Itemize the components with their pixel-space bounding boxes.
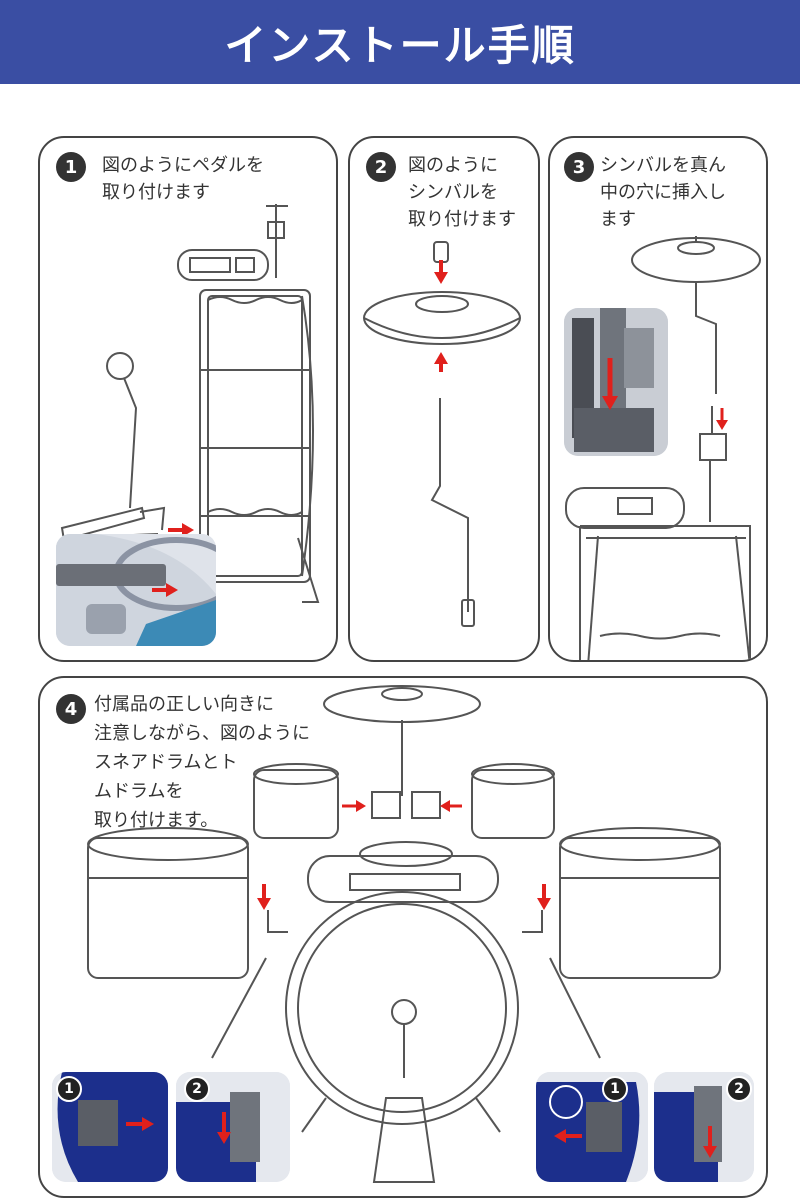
header-banner: インストール手順 xyxy=(0,0,800,84)
left-mount-photo-2: 2 xyxy=(176,1072,290,1182)
full-drum-kit-illustration xyxy=(87,685,721,1183)
step-4-panel: 4 付属品の正しい向きに 注意しながら、図のように スネアドラムとト ムドラムを… xyxy=(38,676,768,1198)
step-2-text: 図のように シンバルを 取り付けます xyxy=(408,155,516,230)
pedal-closeup-photo xyxy=(56,534,216,646)
sub-badge-right-1: 1 xyxy=(602,1076,628,1102)
step-1-badge: 1 xyxy=(56,152,86,182)
cymbal-illustration xyxy=(363,241,521,627)
sub-badge-left-2: 2 xyxy=(184,1076,210,1102)
sub-badge-left-1: 1 xyxy=(56,1076,82,1102)
right-mount-photo-1: 1 xyxy=(536,1072,648,1182)
cymbal-insert-closeup-photo xyxy=(564,308,668,456)
right-mount-photo-2: 2 xyxy=(654,1072,754,1182)
step-3-text: シンバルを真ん 中の穴に挿入し ます xyxy=(600,155,726,230)
step-4-text: 付属品の正しい向きに 注意しながら、図のように スネアドラムとト ムドラムを 取… xyxy=(94,694,310,831)
sub-badge-right-2: 2 xyxy=(726,1076,752,1102)
step-3-badge: 3 xyxy=(564,152,594,182)
step-1-panel: 1 図のようにペダルを 取り付けます xyxy=(38,136,338,662)
left-mount-photo-1: 1 xyxy=(52,1072,168,1182)
step-2-panel: 2 図のように シンバルを 取り付けます xyxy=(348,136,540,662)
step-3-panel: 3 シンバルを真ん 中の穴に挿入し ます xyxy=(548,136,768,662)
page-title: インストール手順 xyxy=(224,20,576,70)
step-2-badge: 2 xyxy=(366,152,396,182)
step-4-badge: 4 xyxy=(56,694,86,724)
step-1-text: 図のようにペダルを 取り付けます xyxy=(102,155,264,203)
cymbal-on-drum-illustration xyxy=(565,236,761,660)
